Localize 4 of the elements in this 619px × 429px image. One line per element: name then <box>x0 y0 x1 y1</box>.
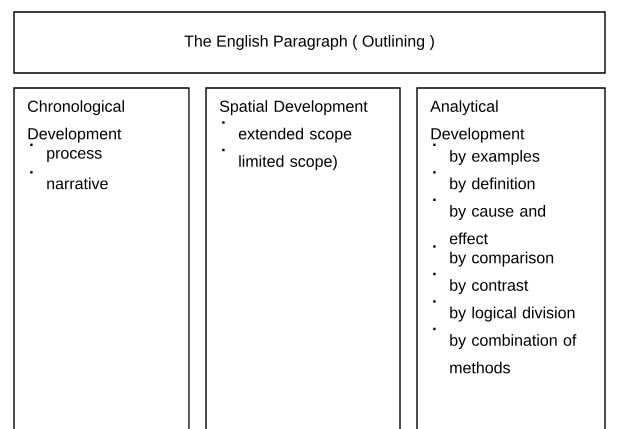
column-box: Analytical Development by examples by definition by cause and effect by comparison by contrast by logical division by combination of methods <box>416 87 606 429</box>
column-box: Spatial Development extended scope limited scope) <box>205 87 401 429</box>
title-box: The English Paragraph ( Outlining ) <box>13 11 606 74</box>
column-box: Chronological Development process narrative <box>13 87 190 429</box>
